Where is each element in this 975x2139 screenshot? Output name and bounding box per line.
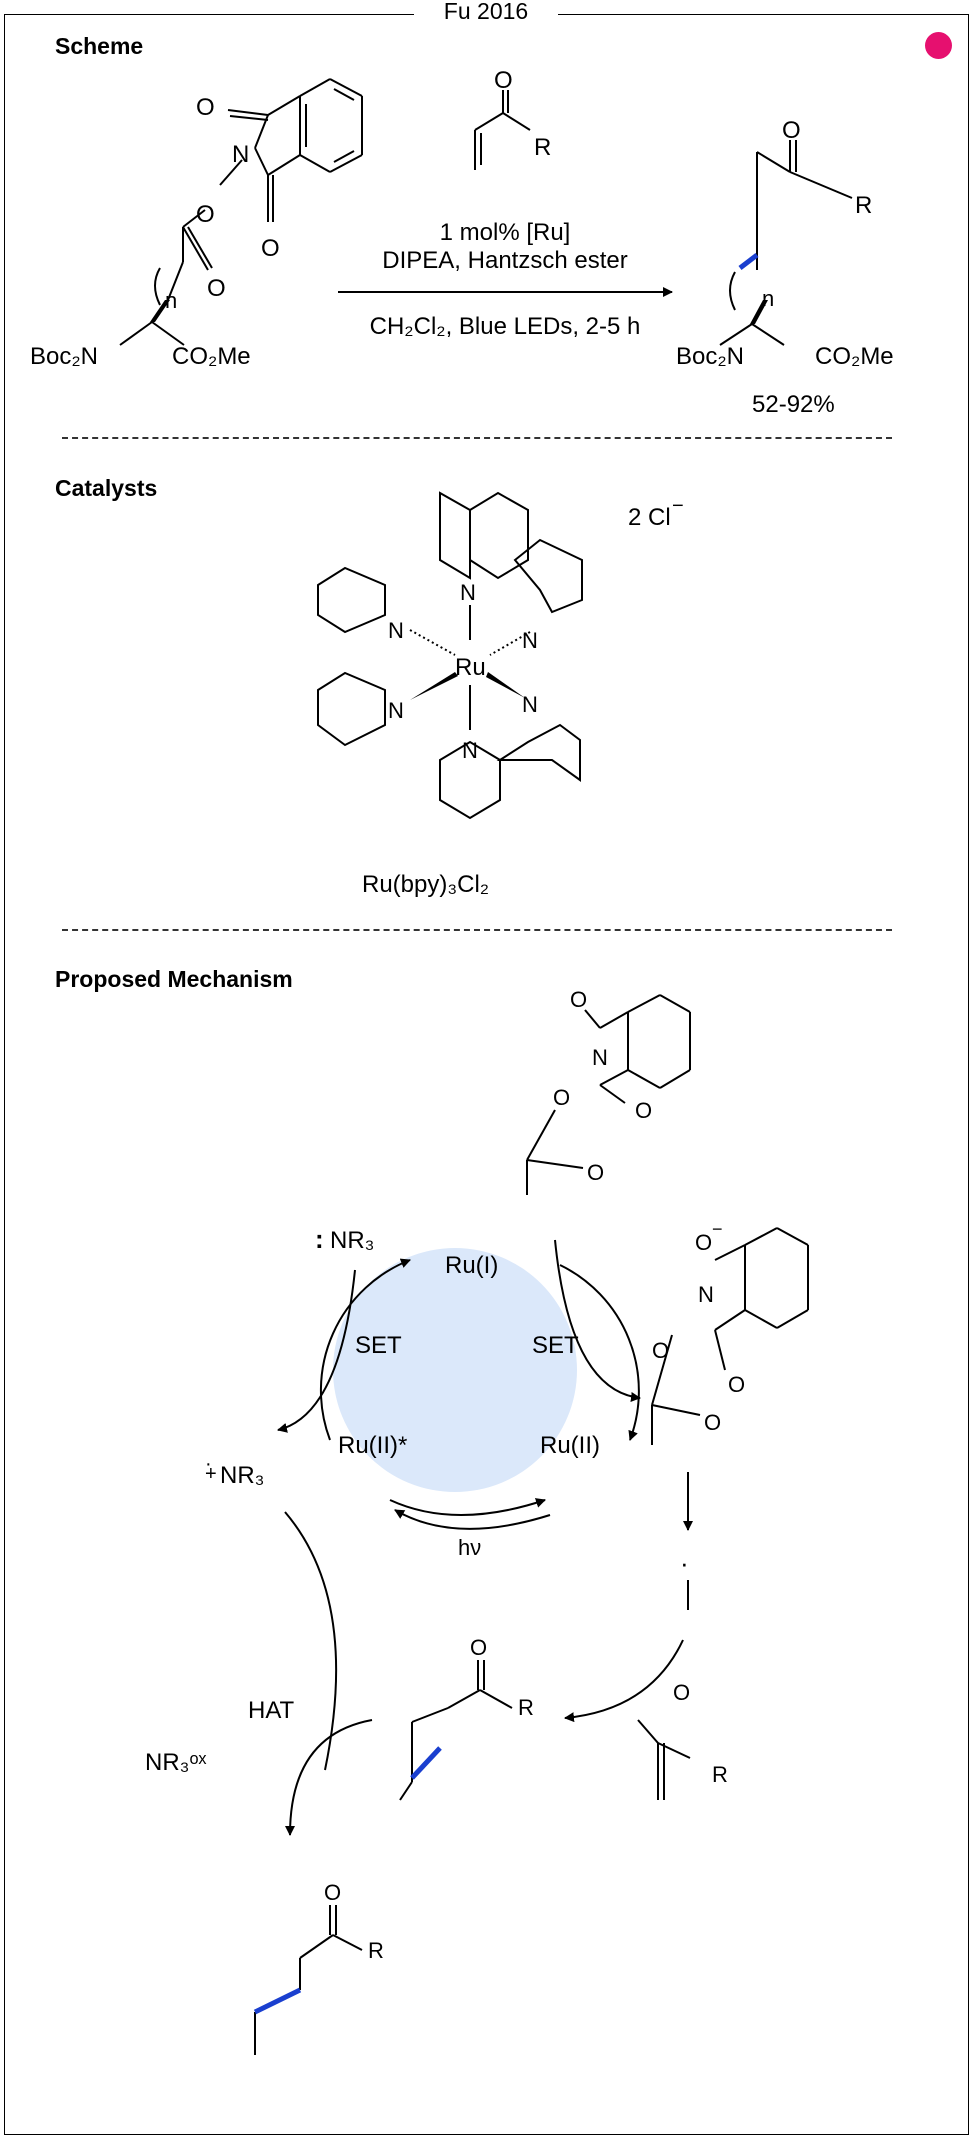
atom-n: N — [592, 1045, 608, 1070]
figure-title: Fu 2016 — [414, 0, 558, 26]
atom-o: O — [196, 201, 215, 228]
r-group: R — [368, 1938, 384, 1963]
atom-o: O — [553, 1085, 570, 1110]
ru-ii-label: Ru(II) — [540, 1432, 600, 1459]
final-product — [254, 1905, 363, 2055]
wedge-bond — [150, 300, 170, 322]
atom-o: O — [587, 1160, 604, 1185]
reactant-structure — [119, 78, 363, 346]
hv-label: hν — [458, 1535, 481, 1560]
atom-o: O — [207, 275, 226, 302]
atom-o: O — [470, 1635, 487, 1660]
conditions-catalyst: 1 mol% [Ru] — [440, 219, 571, 246]
svg-text:+: + — [205, 1463, 217, 1485]
atom-o: O — [728, 1372, 745, 1397]
r-group: R — [518, 1695, 534, 1720]
product-co2me: CO₂Me — [815, 343, 894, 370]
atom-n: N — [462, 738, 478, 763]
conditions-solvent: CH₂Cl₂, Blue LEDs, 2-5 h — [370, 313, 641, 340]
svg-text::: : — [315, 1224, 324, 1254]
atom-o: O — [704, 1410, 721, 1435]
divider-2 — [62, 929, 892, 931]
hashed-bonds — [409, 629, 531, 656]
substrate-boc2n: Boc₂N — [30, 343, 98, 370]
section-heading-catalysts: Catalysts — [55, 475, 158, 501]
atom-n: N — [522, 628, 538, 653]
atom-o: O — [652, 1338, 669, 1363]
conditions-reagents: DIPEA, Hantzsch ester — [382, 247, 627, 274]
svg-text:−: − — [712, 1219, 723, 1239]
wedge-bond — [750, 300, 768, 324]
nr3-ox-label: NR₃ᵒˣ — [145, 1749, 206, 1776]
n-subscript: n — [165, 288, 177, 313]
atom-o: O — [673, 1680, 690, 1705]
o-minus: O — [695, 1230, 712, 1255]
svg-text:·: · — [205, 1453, 212, 1475]
atom-n: N — [388, 698, 404, 723]
atom-o: O — [261, 235, 280, 262]
radical-anion-intermediate — [651, 1227, 809, 1445]
section-heading-scheme: Scheme — [55, 33, 144, 59]
radical-adduct — [399, 1660, 513, 1801]
enone-mechanism — [637, 1719, 691, 1800]
nr3-label: NR₃ — [330, 1227, 374, 1254]
catalytic-cycle-arrows — [277, 1239, 693, 1836]
set-left-label: SET — [355, 1332, 402, 1359]
set-right-label: SET — [532, 1332, 579, 1359]
nr3-radical-cation: NR₃ — [220, 1462, 264, 1489]
section-heading-mechanism: Proposed Mechanism — [55, 966, 293, 992]
catalytic-cycle-background — [333, 1248, 577, 1492]
catalyst-name: Ru(bpy)₃Cl₂ — [362, 871, 489, 898]
counterion: 2 Cl — [628, 504, 671, 531]
product-structure — [719, 140, 853, 346]
counterion-charge: − — [672, 495, 684, 517]
atom-o: O — [494, 67, 513, 94]
hat-label: HAT — [248, 1697, 295, 1724]
ru-ii-star-label: Ru(II)* — [338, 1432, 407, 1459]
atom-n: N — [232, 141, 249, 168]
ru-center: Ru — [455, 654, 486, 681]
svg-text:·: · — [680, 1548, 689, 1578]
yield: 52-92% — [752, 391, 835, 418]
new-bond-highlight — [738, 253, 759, 270]
atom-o: O — [324, 1880, 341, 1905]
atom-o: O — [635, 1098, 652, 1123]
r-group: R — [855, 192, 872, 219]
status-dot-icon — [925, 32, 952, 59]
ru-bpy-complex — [317, 491, 583, 820]
atom-o: O — [570, 987, 587, 1012]
enone-reagent — [474, 90, 531, 170]
atom-n: N — [388, 618, 404, 643]
product-boc2n: Boc₂N — [676, 343, 744, 370]
atom-o: O — [196, 94, 215, 121]
divider-1 — [62, 437, 892, 439]
substrate-co2me: CO₂Me — [172, 343, 251, 370]
r-group: R — [534, 134, 551, 161]
nhpi-ester — [526, 994, 691, 1195]
atom-o: O — [782, 117, 801, 144]
n-subscript: n — [762, 286, 774, 311]
r-group: R — [712, 1762, 728, 1787]
atom-n: N — [522, 692, 538, 717]
atom-n: N — [698, 1282, 714, 1307]
ru-i-label: Ru(I) — [445, 1252, 498, 1279]
atom-n: N — [460, 580, 476, 605]
